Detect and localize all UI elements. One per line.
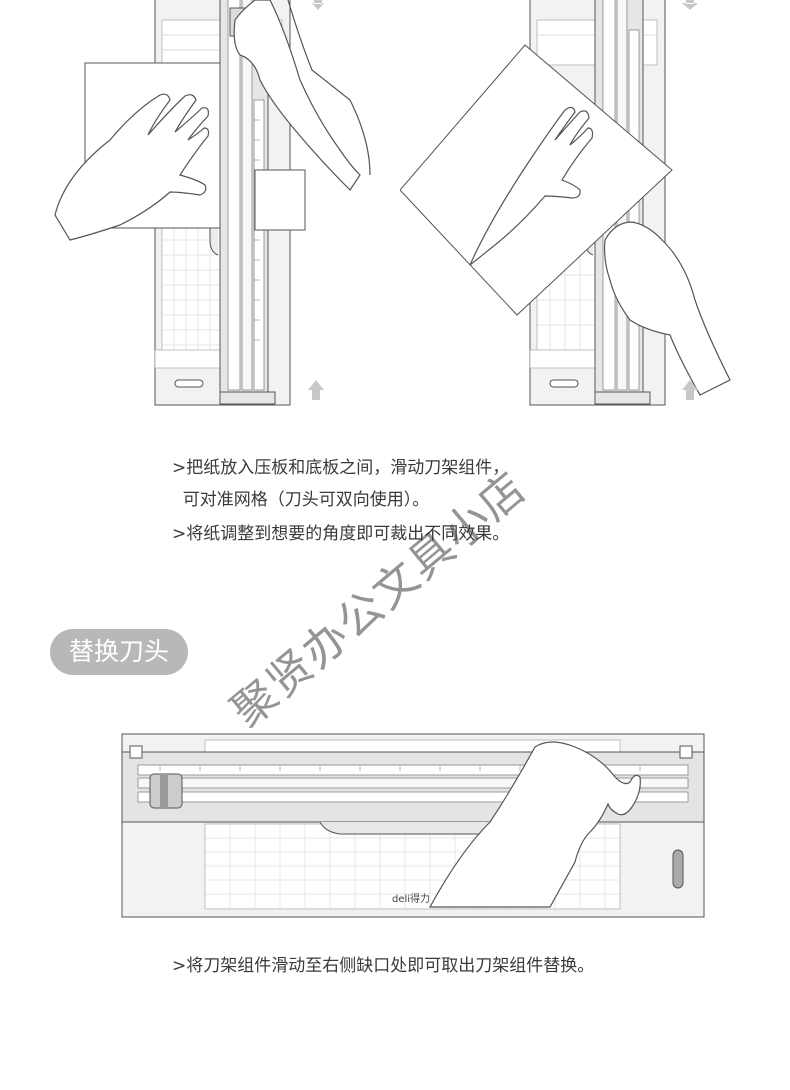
illustration-trimmer-right — [400, 0, 750, 410]
device-brand-label: deli得力 — [392, 894, 431, 905]
instruction-bottom-line-1: >将刀架组件滑动至右侧缺口处即可取出刀架组件替换。 — [172, 956, 595, 976]
instruction-line-3: >将纸调整到想要的角度即可裁出不同效果。 — [172, 524, 510, 544]
illustration-trimmer-left — [50, 0, 380, 410]
illustration-trimmer-horizontal: deli得力 — [120, 732, 708, 922]
instruction-line-2: 可对准网格（刀头可双向使用）。 — [172, 490, 430, 510]
section-title-pill: 替换刀头 — [50, 629, 188, 675]
instruction-line-1: >把纸放入压板和底板之间，滑动刀架组件， — [172, 458, 510, 478]
